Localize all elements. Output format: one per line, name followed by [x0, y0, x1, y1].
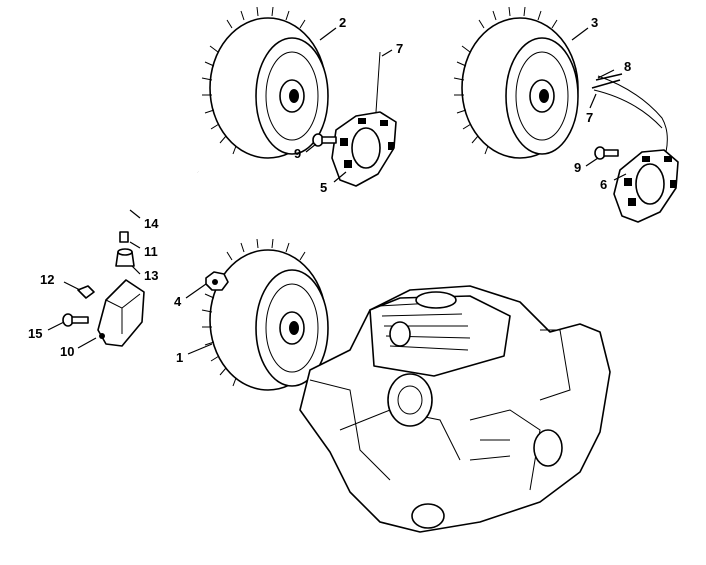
- screw-part-9-left[interactable]: [312, 133, 337, 147]
- screw-part-15[interactable]: [62, 313, 89, 327]
- label-part-3: 3: [591, 15, 598, 30]
- crankcase-housing: [299, 285, 611, 533]
- part-labels: 2 3 7 8 7 9 5 9 6 14 11 13 12 4 1 10 15: [28, 15, 631, 365]
- screw-part-9-right[interactable]: [594, 146, 619, 160]
- leader-lines: [47, 27, 627, 355]
- label-part-6: 6: [600, 177, 607, 192]
- contact-spring-part-11[interactable]: [119, 231, 129, 243]
- nut-part-4[interactable]: [205, 271, 229, 291]
- label-part-9-right: 9: [574, 160, 581, 175]
- label-part-1: 1: [176, 350, 183, 365]
- stator-part-6[interactable]: [593, 75, 679, 223]
- label-part-4: 4: [174, 294, 182, 309]
- ignition-lead-part-14[interactable]: [121, 150, 199, 233]
- label-part-2: 2: [339, 15, 346, 30]
- ignition-module-part-10[interactable]: [97, 279, 145, 347]
- stator-part-5[interactable]: [331, 51, 397, 187]
- label-part-9-left: 9: [294, 146, 301, 161]
- label-part-11: 11: [144, 244, 158, 259]
- flywheel-part-2[interactable]: [201, 6, 329, 159]
- label-part-7-left: 7: [396, 41, 403, 56]
- label-part-7-right: 7: [586, 110, 593, 125]
- label-part-14: 14: [144, 216, 159, 231]
- flywheel-part-1[interactable]: [201, 238, 329, 391]
- label-part-13: 13: [144, 268, 158, 283]
- clip-part-12[interactable]: [77, 285, 95, 299]
- boot-part-13[interactable]: [115, 248, 135, 267]
- label-part-5: 5: [320, 180, 327, 195]
- label-part-15: 15: [28, 326, 42, 341]
- wire-part-8[interactable]: [591, 73, 623, 89]
- label-part-8: 8: [624, 59, 631, 74]
- flywheel-part-3[interactable]: [453, 6, 579, 159]
- label-part-12: 12: [40, 272, 54, 287]
- label-part-10: 10: [60, 344, 74, 359]
